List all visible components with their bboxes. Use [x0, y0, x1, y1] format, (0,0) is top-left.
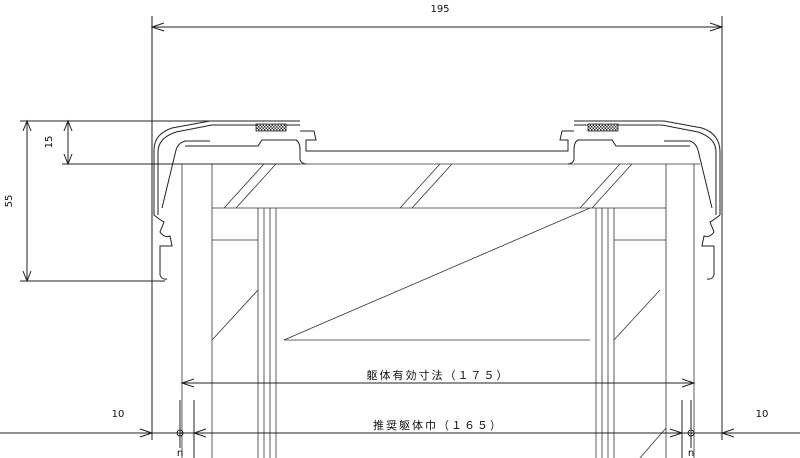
recommended-body-width-label: 推奨躯体巾（１６５）: [373, 418, 503, 432]
cover-profile: [153, 120, 721, 280]
overall-width-label: 195: [430, 4, 449, 15]
right-n-label: n: [688, 448, 694, 458]
right-n-marker: [687, 429, 695, 437]
left-n-marker: [176, 429, 184, 437]
body-frame: [180, 163, 700, 458]
total-height-label: 55: [4, 195, 15, 208]
overall-width-dimension: [150, 16, 724, 440]
effective-body-size-label: 躯体有効寸法（１７５）: [367, 368, 510, 382]
left-n-label: n: [177, 448, 183, 458]
cover-height-label: 15: [44, 136, 55, 149]
right-margin-label: 10: [756, 409, 769, 420]
bottom-dimensions: [0, 378, 800, 458]
left-margin-label: 10: [112, 409, 125, 420]
height-dimensions: [20, 119, 300, 283]
